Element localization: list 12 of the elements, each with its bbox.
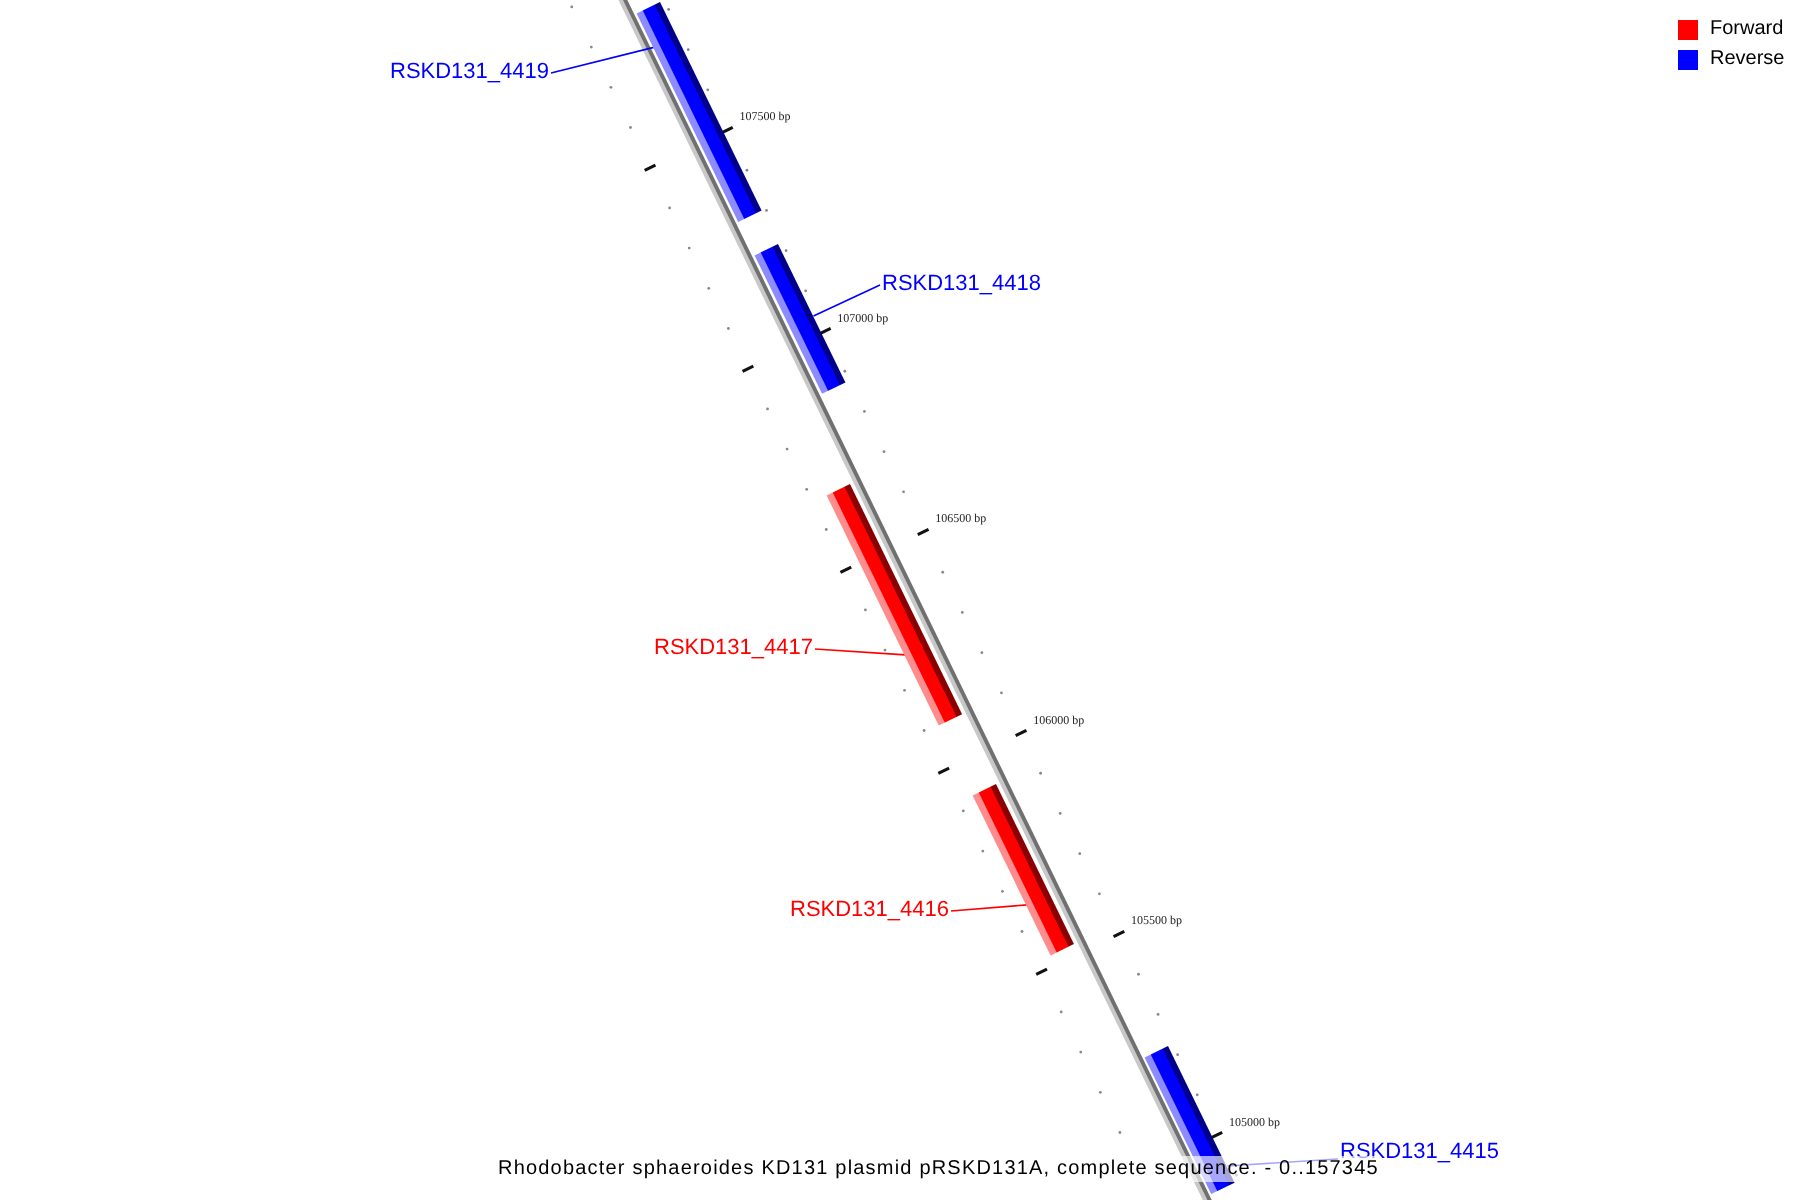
gene-label: RSKD131_4416 [790, 898, 950, 924]
leader-line [814, 648, 906, 656]
leader-line [550, 46, 655, 74]
gene-label: RSKD131_4419 [390, 60, 550, 86]
sequence-caption: Rhodobacter sphaeroides KD131 plasmid pRSKD131A, complete sequence. - 0..157345 [498, 1156, 1379, 1182]
gene-label: RSKD131_4417 [654, 636, 814, 662]
legend-label: Forward [1710, 18, 1784, 42]
legend-label: Reverse [1710, 48, 1785, 72]
gene-label: RSKD131_4418 [882, 272, 1042, 298]
leader-line [812, 284, 881, 317]
leader-line [1226, 1158, 1339, 1167]
leader-line [950, 904, 1028, 912]
